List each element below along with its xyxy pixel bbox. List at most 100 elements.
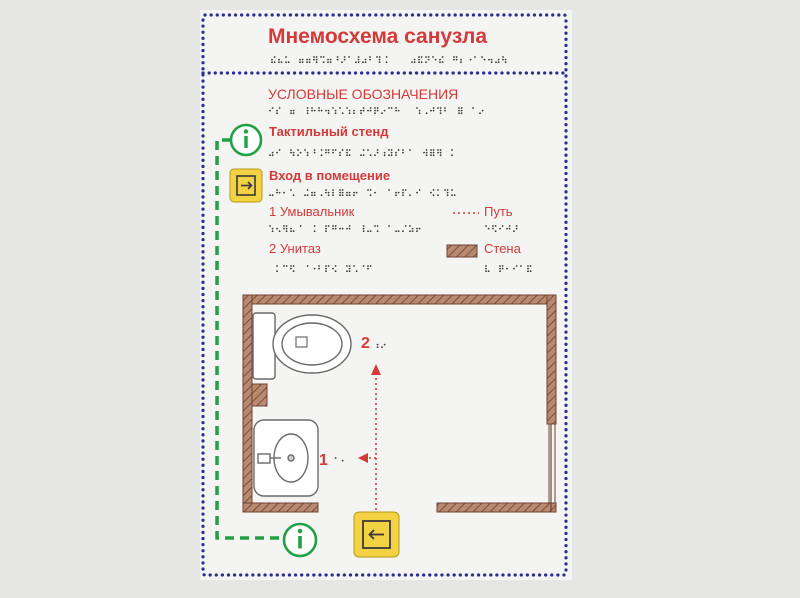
toilet-number-braille bbox=[376, 343, 386, 349]
braille-dot bbox=[276, 270, 278, 273]
braille-dot bbox=[369, 56, 371, 58]
braille-dot bbox=[341, 61, 343, 64]
braille-dot bbox=[290, 227, 292, 230]
braille-dot bbox=[411, 61, 413, 64]
braille-dot bbox=[327, 191, 330, 194]
braille-dot bbox=[332, 149, 334, 151]
braille-dot bbox=[485, 270, 487, 273]
braille-dot bbox=[297, 149, 299, 151]
braille-dot bbox=[269, 194, 271, 197]
braille-dot bbox=[423, 151, 425, 154]
braille-dot bbox=[292, 230, 295, 233]
braille-dot bbox=[485, 225, 487, 227]
braille-dot bbox=[488, 58, 490, 61]
braille-dot bbox=[383, 151, 386, 154]
info-icon bbox=[282, 522, 318, 558]
braille-dot bbox=[290, 230, 292, 233]
braille-dot bbox=[339, 151, 341, 154]
braille-dot bbox=[444, 189, 446, 191]
braille-dot bbox=[322, 61, 325, 64]
braille-dot bbox=[487, 227, 490, 230]
braille-dot bbox=[325, 189, 327, 191]
braille-dot bbox=[348, 270, 351, 273]
braille-dot bbox=[271, 151, 274, 154]
braille-dot bbox=[425, 149, 428, 151]
braille-dot bbox=[278, 230, 281, 233]
braille-dot bbox=[301, 61, 304, 64]
braille-dot bbox=[343, 56, 346, 58]
braille-dot bbox=[332, 227, 334, 230]
braille-dot bbox=[364, 58, 367, 61]
braille-dot bbox=[411, 230, 414, 233]
braille-dot bbox=[308, 61, 311, 64]
braille-dot bbox=[311, 191, 313, 194]
braille-dot bbox=[315, 56, 318, 58]
braille-dot bbox=[339, 154, 341, 157]
wall-sample bbox=[446, 244, 478, 258]
braille-dot bbox=[439, 154, 442, 157]
braille-dot bbox=[339, 189, 341, 191]
legend-label-path: Путь bbox=[484, 204, 513, 219]
braille-dot bbox=[529, 270, 532, 273]
braille-dot bbox=[479, 112, 481, 115]
braille-dot bbox=[278, 191, 281, 194]
braille-dot bbox=[460, 109, 463, 112]
entry-icon bbox=[229, 168, 263, 203]
braille-dot bbox=[327, 58, 329, 61]
braille-dot bbox=[339, 191, 341, 194]
braille-dot bbox=[327, 151, 330, 154]
braille-dot bbox=[278, 61, 280, 64]
braille-dot bbox=[346, 107, 348, 109]
braille-dot bbox=[329, 61, 332, 64]
braille-dot bbox=[455, 58, 458, 61]
braille-dot bbox=[285, 227, 288, 230]
braille-dot bbox=[374, 109, 376, 112]
braille-dot bbox=[297, 154, 299, 157]
entry-icon bbox=[353, 511, 400, 558]
braille-dot bbox=[278, 107, 281, 109]
braille-dot bbox=[367, 265, 369, 267]
braille-dot bbox=[290, 112, 292, 115]
braille-dot bbox=[425, 154, 428, 157]
braille-dot bbox=[432, 149, 435, 151]
braille-dot bbox=[325, 230, 327, 233]
braille-dot bbox=[334, 265, 337, 267]
braille-dot bbox=[313, 149, 316, 151]
braille-dot bbox=[527, 267, 529, 270]
braille-dot bbox=[390, 151, 393, 154]
braille-dot bbox=[348, 56, 350, 58]
braille-dot bbox=[348, 267, 351, 270]
braille-dot bbox=[341, 227, 344, 230]
braille-dot bbox=[381, 112, 383, 115]
braille-dot bbox=[285, 225, 288, 227]
braille-dot bbox=[439, 109, 442, 112]
braille-dot bbox=[313, 194, 316, 197]
braille-dot bbox=[327, 109, 330, 112]
braille-dot bbox=[290, 109, 292, 112]
braille-dot bbox=[336, 58, 339, 61]
braille-dot bbox=[353, 109, 355, 112]
braille-dot bbox=[427, 56, 430, 58]
braille-dot bbox=[311, 194, 313, 197]
braille-dot bbox=[460, 107, 463, 109]
braille-dot bbox=[357, 58, 360, 61]
plate-border bbox=[201, 13, 568, 577]
braille-dot bbox=[397, 191, 400, 194]
braille-dot bbox=[283, 265, 285, 267]
braille-dot bbox=[369, 154, 372, 157]
braille-dot bbox=[439, 149, 442, 151]
braille-dot bbox=[441, 56, 444, 58]
braille-dot bbox=[474, 56, 476, 58]
braille-dot bbox=[402, 230, 404, 233]
braille-dot bbox=[353, 265, 355, 267]
braille-dot bbox=[304, 194, 306, 197]
braille-dot bbox=[434, 58, 437, 61]
braille-dot bbox=[271, 58, 273, 61]
braille-dot bbox=[369, 265, 372, 267]
braille-dot bbox=[327, 225, 330, 227]
braille-dot bbox=[402, 151, 404, 154]
braille-dot bbox=[299, 61, 301, 64]
braille-dot bbox=[313, 56, 315, 58]
braille-dot bbox=[374, 191, 376, 194]
